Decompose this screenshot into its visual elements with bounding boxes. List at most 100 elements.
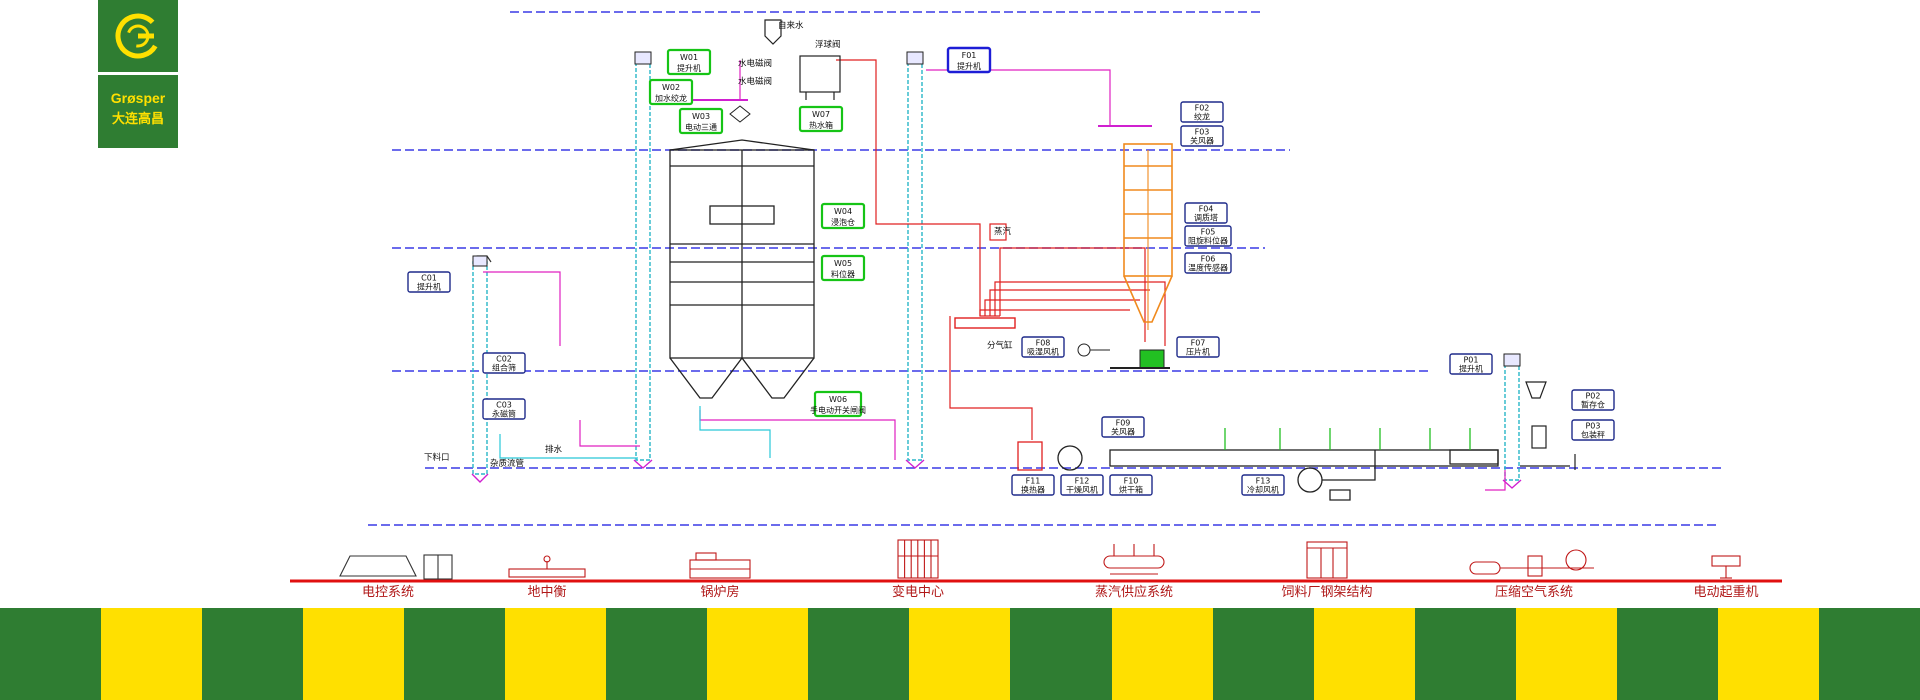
tag-code: F09 (1116, 418, 1131, 427)
stripe (1111, 608, 1213, 700)
label-feed-pit: 下料口 (424, 452, 450, 463)
stripe (1717, 608, 1819, 700)
tag-code: F08 (1036, 338, 1051, 347)
tag-code: P03 (1585, 421, 1600, 430)
tag-code: F11 (1026, 476, 1041, 485)
system-label: 变电中心 (892, 584, 944, 600)
tag-label: 浸泡仓 (831, 217, 855, 227)
tag-label: 关风器 (1111, 427, 1135, 437)
logo-text-block: Grøsper 大连高昌 (98, 75, 178, 148)
system-3: 变电中心 (892, 539, 944, 600)
system-7: 电动起重机 (1693, 555, 1759, 600)
stripe (606, 608, 708, 700)
tag-code: F13 (1256, 476, 1271, 485)
system-6: 压缩空气系统 (1469, 549, 1594, 600)
tag-code: F03 (1195, 127, 1210, 136)
tag-code: W05 (834, 259, 852, 268)
tag-label: 吸湿风机 (1027, 347, 1059, 357)
tag-code: C01 (421, 273, 437, 282)
stripe (1010, 608, 1112, 700)
tag-code: P02 (1585, 391, 1600, 400)
tag-code: C03 (496, 400, 512, 409)
tag-label: 热水箱 (809, 120, 833, 130)
tag-label: 永磁筒 (492, 409, 516, 419)
tag-code: C02 (496, 354, 512, 363)
tag-label: 阻旋料位器 (1188, 236, 1228, 246)
equipment-tags: W01提升机W02加水绞龙W03电动三通W04浸泡仓W05料位器W06手电动开关… (407, 46, 1615, 496)
tag-code: F06 (1201, 254, 1216, 263)
tag-label: 手电动开关闸阀 (810, 405, 866, 415)
label-water-solenoid-1: 水电磁阀 (738, 58, 772, 69)
tag-label: 包装秤 (1581, 430, 1605, 440)
elevator-w01 (633, 51, 653, 469)
tag-label: 绞龙 (1194, 112, 1210, 122)
tag-label: 暂存仓 (1581, 400, 1605, 410)
stripe (202, 608, 304, 700)
tag-code: F12 (1075, 476, 1090, 485)
stripe (404, 608, 506, 700)
stripe (505, 608, 607, 700)
label-float-valve: 浮球阀 (815, 39, 841, 50)
stripe (0, 608, 102, 700)
tag-label: 提升机 (417, 282, 441, 292)
stripe (101, 608, 203, 700)
stripe (1313, 608, 1415, 700)
stripe (1414, 608, 1516, 700)
stripe (1212, 608, 1314, 700)
pellet-mill-f07 (1110, 349, 1170, 369)
tag-label: 加水绞龙 (655, 93, 687, 103)
system-label: 饲料厂钢架结构 (1281, 585, 1372, 600)
tag-code: F05 (1201, 227, 1216, 236)
system-4: 蒸汽供应系统 (1095, 544, 1173, 600)
tag-label: 关风器 (1190, 136, 1214, 146)
label-water-solenoid-2: 水电磁阀 (738, 76, 772, 87)
tag-code: P01 (1463, 355, 1478, 364)
tag-label: 压片机 (1186, 347, 1210, 357)
tag-code: W02 (662, 83, 680, 92)
crane-icon (1711, 555, 1741, 579)
tag-code: W04 (834, 207, 852, 216)
steam-supply-icon (1103, 544, 1165, 575)
system-label: 蒸汽供应系统 (1095, 584, 1173, 600)
tag-label: 提升机 (677, 63, 701, 73)
system-1: 地中衡 (508, 555, 586, 600)
label-steam-header: 分气缸 (987, 340, 1013, 351)
control-panel-icon (339, 554, 453, 580)
system-0: 电控系统 (339, 554, 453, 600)
tag-code: W01 (680, 53, 698, 62)
stripe (707, 608, 809, 700)
floor-lines (368, 11, 1725, 526)
weighbridge-icon (508, 555, 586, 578)
tag-code: F10 (1124, 476, 1139, 485)
process-flow-diagram: W01提升机W02加水绞龙W03电动三通W04浸泡仓W05料位器W06手电动开关… (290, 11, 1782, 600)
packing-scale-p03 (1520, 381, 1576, 470)
stripe (909, 608, 1011, 700)
tag-label: 干燥风机 (1066, 485, 1098, 495)
elevator-p01 (1502, 353, 1522, 489)
tag-label: 料位器 (831, 269, 855, 279)
tag-code: W03 (692, 112, 710, 121)
tag-code: W06 (829, 395, 847, 404)
system-label: 电动起重机 (1693, 584, 1758, 600)
tag-code: W07 (812, 110, 830, 119)
label-tap-water: 自来水 (778, 20, 804, 31)
tag-label: 组合筛 (492, 363, 516, 373)
